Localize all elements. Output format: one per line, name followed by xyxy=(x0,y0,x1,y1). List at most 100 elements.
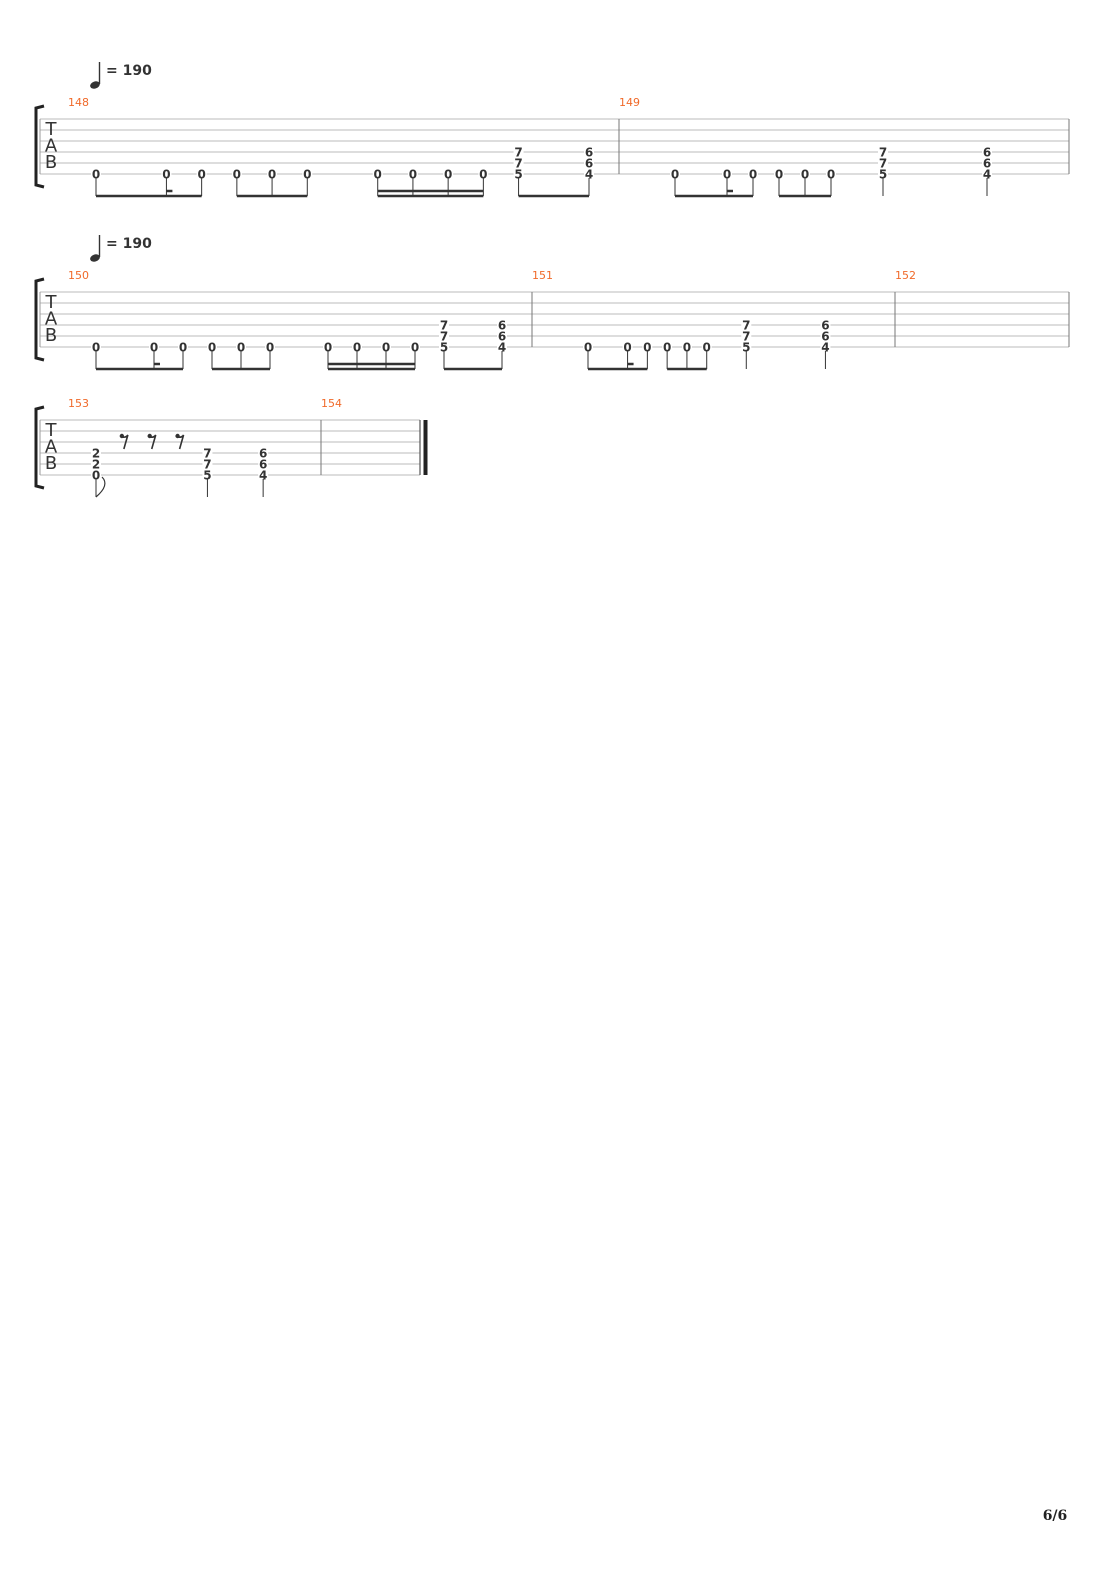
fret-mask xyxy=(91,341,101,352)
bar-number: 154 xyxy=(321,397,342,410)
fret-number: 0 xyxy=(643,341,651,355)
page-number: 6/6 xyxy=(1042,1508,1068,1524)
fret-number: 0 xyxy=(382,341,390,355)
fret-number: 7 xyxy=(203,447,211,461)
fret-mask xyxy=(439,341,449,352)
fret-number: 7 xyxy=(879,146,887,160)
fret-number: 0 xyxy=(723,168,731,182)
fret-number: 2 xyxy=(92,458,100,472)
fret-mask xyxy=(196,168,207,179)
fret-number: 5 xyxy=(514,168,522,182)
fret-number: 7 xyxy=(742,319,750,333)
fret-number: 4 xyxy=(821,341,829,355)
fret-number: 6 xyxy=(259,458,267,472)
bar-number: 148 xyxy=(68,96,89,109)
fret-number: 4 xyxy=(983,168,991,182)
fret-mask xyxy=(202,469,213,480)
bar-number: 149 xyxy=(619,96,640,109)
fret-mask xyxy=(741,341,752,352)
tempo-marking xyxy=(90,235,101,262)
quarter-note-icon xyxy=(90,254,100,262)
fret-mask xyxy=(820,330,831,341)
fret-mask xyxy=(91,458,101,469)
quarter-note-icon xyxy=(90,81,100,89)
fret-mask xyxy=(236,341,246,352)
fret-mask xyxy=(265,341,275,352)
fret-number: 7 xyxy=(203,458,211,472)
fret-mask xyxy=(513,157,524,168)
fret-number: 2 xyxy=(92,447,100,461)
fret-number: 5 xyxy=(203,469,211,483)
fret-number: 5 xyxy=(742,341,750,355)
system-bracket xyxy=(34,104,45,189)
fret-number: 0 xyxy=(266,341,274,355)
fret-number: 7 xyxy=(440,330,448,344)
fret-mask xyxy=(258,447,269,458)
tab-clef-letter: T xyxy=(45,119,58,140)
fret-number: 0 xyxy=(444,168,452,182)
fret-number: 0 xyxy=(683,341,691,355)
tab-clef-letter: B xyxy=(45,325,57,346)
tempo-text: = 190 xyxy=(106,63,152,79)
fret-number: 0 xyxy=(411,341,419,355)
fret-mask xyxy=(443,168,454,179)
fret-number: 0 xyxy=(801,168,809,182)
fret-number: 0 xyxy=(150,341,158,355)
fret-mask xyxy=(497,330,507,341)
fret-mask xyxy=(982,168,992,179)
bar-number: 151 xyxy=(532,269,553,282)
fret-number: 0 xyxy=(268,168,276,182)
fret-mask xyxy=(826,168,836,179)
fret-number: 0 xyxy=(324,341,332,355)
fret-mask xyxy=(513,168,524,179)
fret-number: 0 xyxy=(775,168,783,182)
fret-number: 5 xyxy=(440,341,448,355)
fret-number: 6 xyxy=(498,330,506,344)
fret-mask xyxy=(91,168,101,179)
fret-mask xyxy=(681,341,692,352)
fret-number: 0 xyxy=(374,168,382,182)
fret-mask xyxy=(670,168,680,179)
fret-number: 4 xyxy=(585,168,593,182)
fret-mask xyxy=(774,168,784,179)
tab-clef-letter: B xyxy=(45,453,57,474)
fret-mask xyxy=(323,341,333,352)
fret-mask xyxy=(439,319,449,330)
fret-mask xyxy=(381,341,391,352)
bar-number: 152 xyxy=(895,269,916,282)
fret-number: 0 xyxy=(353,341,361,355)
bar-number: 150 xyxy=(68,269,89,282)
fret-number: 0 xyxy=(623,341,631,355)
fret-mask xyxy=(982,157,992,168)
fret-mask xyxy=(178,341,188,352)
fret-number: 6 xyxy=(259,447,267,461)
fret-mask xyxy=(258,469,269,480)
fret-mask xyxy=(741,319,752,330)
fret-number: 0 xyxy=(197,168,205,182)
tab-clef-letter: T xyxy=(45,292,58,313)
fret-mask xyxy=(202,447,213,458)
fret-number: 7 xyxy=(440,319,448,333)
fret-mask xyxy=(820,341,831,352)
fret-number: 6 xyxy=(983,157,991,171)
fret-mask xyxy=(741,330,752,341)
fret-number: 0 xyxy=(237,341,245,355)
tab-clef-letter: B xyxy=(45,152,57,173)
fret-mask xyxy=(584,168,594,179)
eighth-rest-icon xyxy=(149,434,157,450)
fret-number: 6 xyxy=(585,157,593,171)
fret-mask xyxy=(497,341,507,352)
fret-mask xyxy=(497,319,507,330)
fret-mask xyxy=(372,168,383,179)
fret-number: 0 xyxy=(584,341,592,355)
fret-number: 5 xyxy=(879,168,887,182)
fret-number: 7 xyxy=(742,330,750,344)
fret-mask xyxy=(584,146,594,157)
fret-mask xyxy=(207,341,217,352)
fret-mask xyxy=(878,146,888,157)
note-flag xyxy=(95,476,106,498)
fret-number: 0 xyxy=(162,168,170,182)
fret-mask xyxy=(820,319,831,330)
fret-mask xyxy=(91,447,101,458)
